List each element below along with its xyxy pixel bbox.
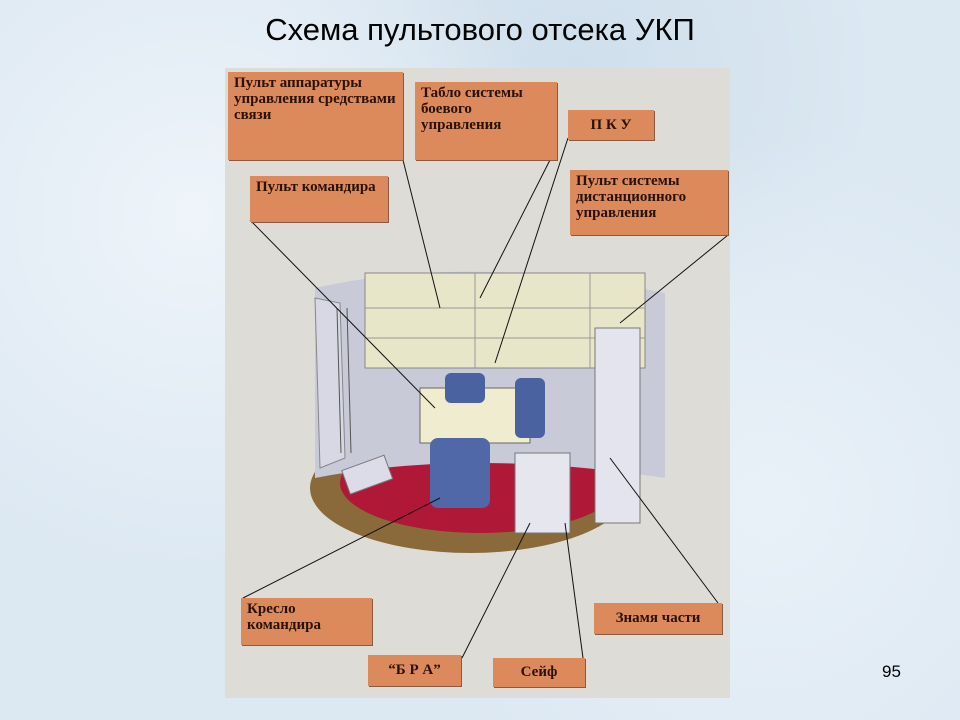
safe [514, 452, 571, 534]
label-commander-console: Пульт командира [250, 176, 388, 222]
page-number: 95 [882, 662, 901, 681]
label-pku: П К У [568, 110, 654, 140]
label-safe: Сейф [493, 658, 585, 687]
label-banner: Знамя части [594, 603, 722, 634]
label-comm-console: Пульт аппаратуры управления средствами с… [228, 72, 403, 160]
cabinet [594, 327, 641, 524]
label-remote-console: Пульт системы дистанционного управления [570, 170, 728, 235]
slide-title: Схема пультового отсека УКП [265, 12, 695, 47]
room-illustration [242, 137, 729, 659]
label-bra: “Б Р А” [368, 655, 461, 686]
label-combat-board: Табло системы боевого управления [415, 82, 557, 160]
diagram-photo: Пульт аппаратуры управления средствами с… [225, 68, 730, 698]
leader-lines [242, 137, 729, 659]
commander-chair [430, 438, 490, 508]
label-commander-chair: Кресло командира [241, 598, 372, 645]
